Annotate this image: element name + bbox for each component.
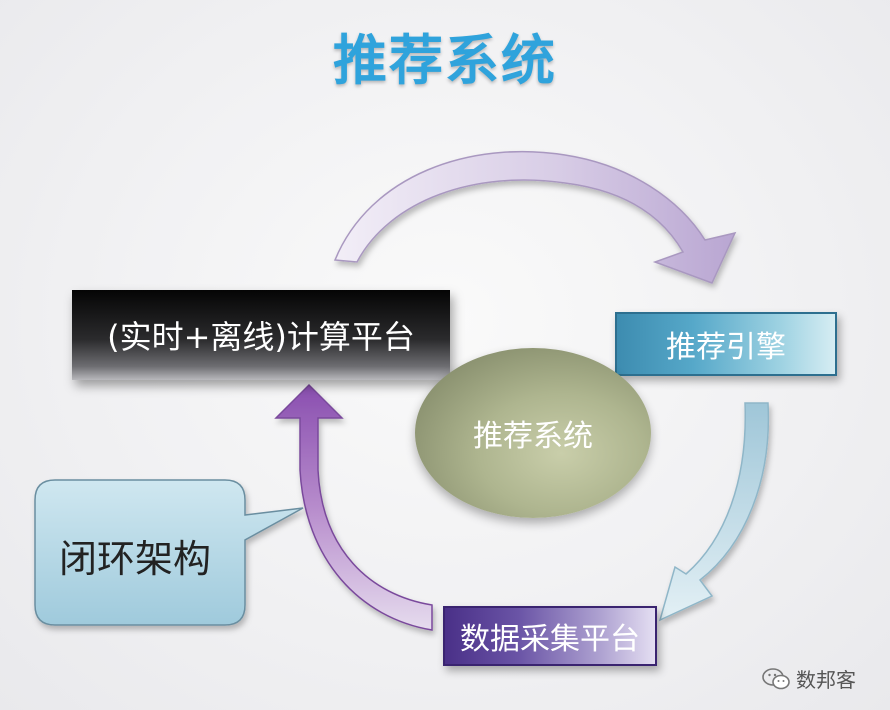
data-collection-box: 数据采集平台 (443, 606, 657, 666)
callout-bubble (34, 479, 304, 626)
arrow-engine-to-collect (658, 402, 770, 622)
page-title: 推荐系统 (333, 29, 557, 92)
compute-platform-label: (实时+离线)计算平台 (107, 318, 415, 356)
data-collection-label: 数据采集平台 (460, 622, 640, 657)
center-label: 推荐系统 (473, 419, 593, 454)
arrow-compute-to-engine (333, 150, 737, 284)
compute-platform-box: (实时+离线)计算平台 (72, 290, 450, 380)
callout-text: 闭环架构 (58, 536, 211, 581)
center-ellipse: 推荐系统 (415, 348, 651, 518)
watermark: 数邦客 (762, 664, 856, 693)
recommendation-engine-box: 推荐引擎 (615, 312, 837, 376)
arrow-collect-to-compute (274, 383, 433, 631)
wechat-icon (762, 667, 790, 689)
watermark-text: 数邦客 (796, 668, 856, 692)
recommendation-engine-label: 推荐引擎 (666, 330, 786, 365)
